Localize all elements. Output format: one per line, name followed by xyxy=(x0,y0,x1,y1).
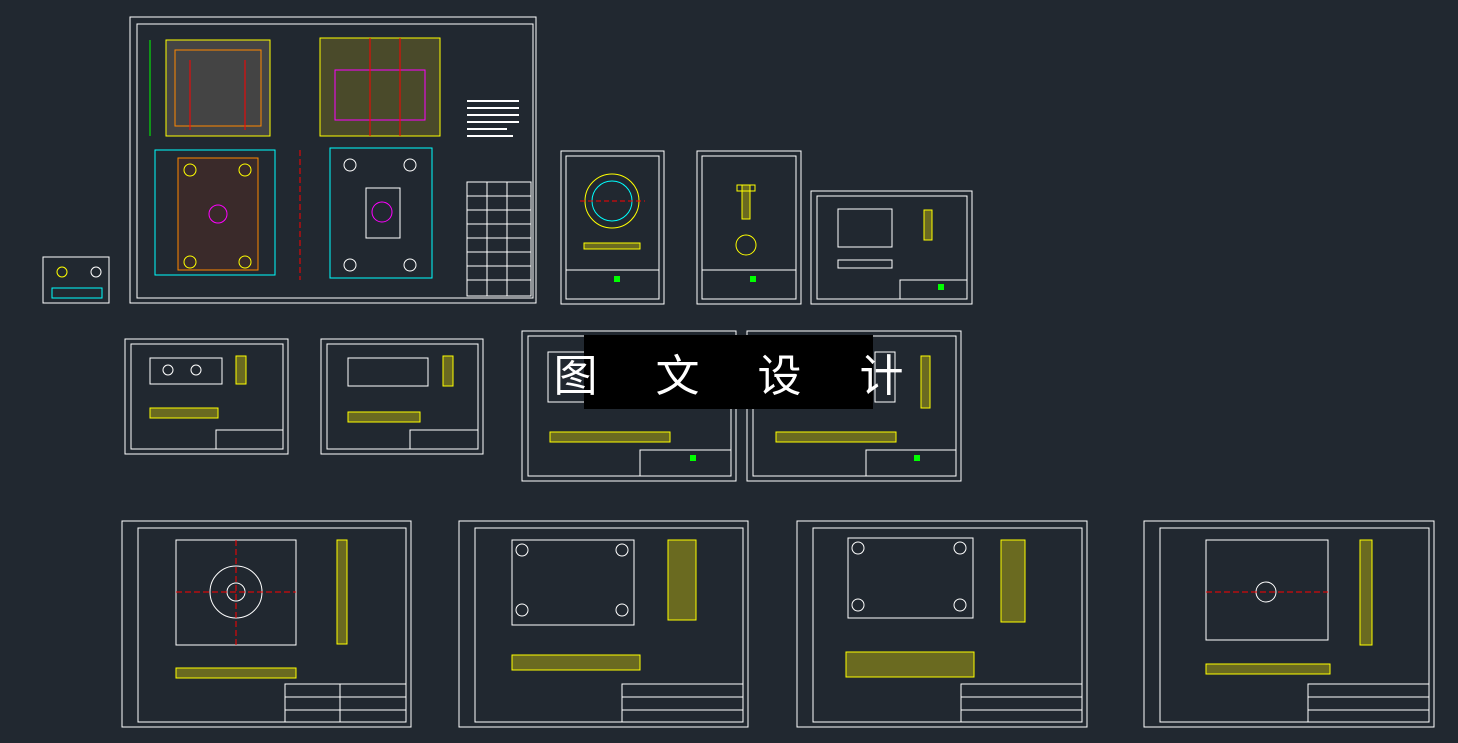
sheet-small-thumbnail[interactable] xyxy=(42,256,110,304)
sheet-plate-h[interactable] xyxy=(1143,520,1435,728)
parts-list-table xyxy=(466,181,532,297)
sheet-pin-part[interactable] xyxy=(696,150,802,305)
sheet-slide-part[interactable] xyxy=(810,190,973,305)
watermark-banner: 图 文 设 计 xyxy=(554,335,903,409)
sheet-plate-e[interactable] xyxy=(121,520,412,728)
sheet-plate-f[interactable] xyxy=(458,520,749,728)
sheet-plate-a[interactable] xyxy=(124,338,289,455)
sheet-ring-part[interactable] xyxy=(560,150,665,305)
notes-block xyxy=(467,100,519,137)
sheet-plate-b[interactable] xyxy=(320,338,484,455)
watermark-text: 图 文 设 计 xyxy=(553,351,926,402)
sheet-assembly[interactable] xyxy=(129,16,537,304)
sheet-plate-g[interactable] xyxy=(796,520,1088,728)
